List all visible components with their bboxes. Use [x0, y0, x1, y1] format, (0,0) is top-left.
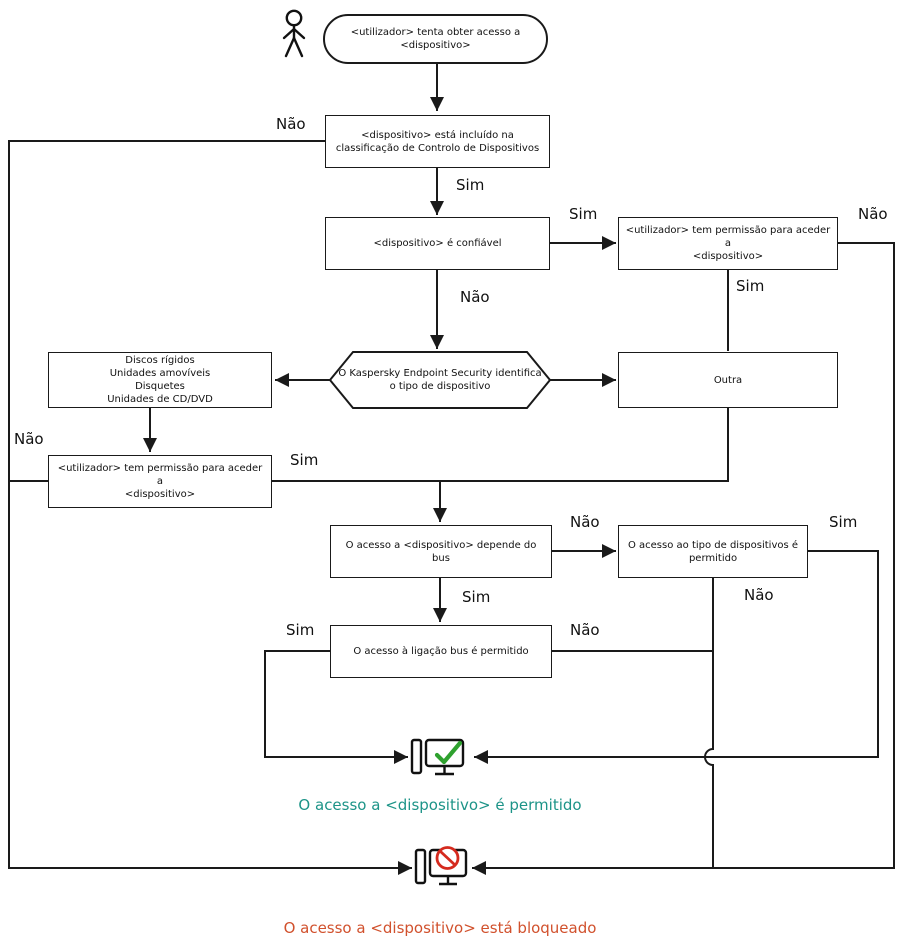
- node-device-types: Discos rígidos Unidades amovíveis Disque…: [48, 352, 272, 408]
- label-nao-trusted: Não: [460, 288, 490, 306]
- node-bus-allowed: O acesso à ligação bus é permitido: [330, 625, 552, 678]
- node-user-permission: <utilizador> tem permissão para aceder a…: [48, 455, 272, 508]
- label-sim-type-allowed: Sim: [829, 513, 858, 531]
- edge-type-allowed-nao-to-blocked: [704, 578, 714, 868]
- node-start: <utilizador> tenta obter acesso a <dispo…: [323, 14, 548, 64]
- label-nao-classification: Não: [276, 115, 306, 133]
- label-nao-trusted-permission: Não: [858, 205, 888, 223]
- label-sim-user-permission: Sim: [290, 451, 319, 469]
- node-identify: O Kaspersky Endpoint Security identifica…: [338, 368, 542, 392]
- edge-classification-nao-to-blocked: [8, 140, 412, 875]
- edge-type-allowed-sim-to-allowed: [474, 550, 879, 764]
- node-trusted: <dispositivo> é confiável: [325, 217, 550, 270]
- edge-permission-nao-to-blocked: [472, 242, 895, 875]
- label-sim-trusted: Sim: [569, 205, 598, 223]
- label-sim-bus-dependent: Sim: [462, 588, 491, 606]
- node-other: Outra: [618, 352, 838, 408]
- user-icon: [282, 9, 306, 58]
- node-bus-dependent: O acesso a <dispositivo> depende do bus: [330, 525, 552, 578]
- edge-bus-allowed-sim-to-allowed: [264, 650, 408, 764]
- identify-hexagon-shape: [328, 351, 552, 409]
- label-sim-bus-allowed: Sim: [286, 621, 315, 639]
- label-nao-bus-allowed: Não: [570, 621, 600, 639]
- edge-sim-merge-horizontal: [272, 408, 729, 482]
- label-sim-trusted-permission: Sim: [736, 277, 765, 295]
- allowed-caption: O acesso a <dispositivo> é permitido: [298, 796, 582, 814]
- node-classification: <dispositivo> está incluído na classific…: [325, 115, 550, 168]
- check-icon: [434, 740, 463, 765]
- node-trusted-permission: <utilizador> tem permissão para aceder a…: [618, 217, 838, 270]
- label-nao-type-allowed: Não: [744, 586, 774, 604]
- device-blocked-icon: [414, 846, 468, 886]
- node-type-allowed: O acesso ao tipo de dispositivos é permi…: [618, 525, 808, 578]
- label-sim-classification: Sim: [456, 176, 485, 194]
- blocked-caption: O acesso a <dispositivo> está bloqueado: [283, 919, 597, 937]
- label-nao-bus-dependent: Não: [570, 513, 600, 531]
- label-nao-user-permission: Não: [14, 430, 44, 448]
- prohibition-icon: [435, 846, 460, 870]
- device-allowed-icon: [410, 738, 465, 776]
